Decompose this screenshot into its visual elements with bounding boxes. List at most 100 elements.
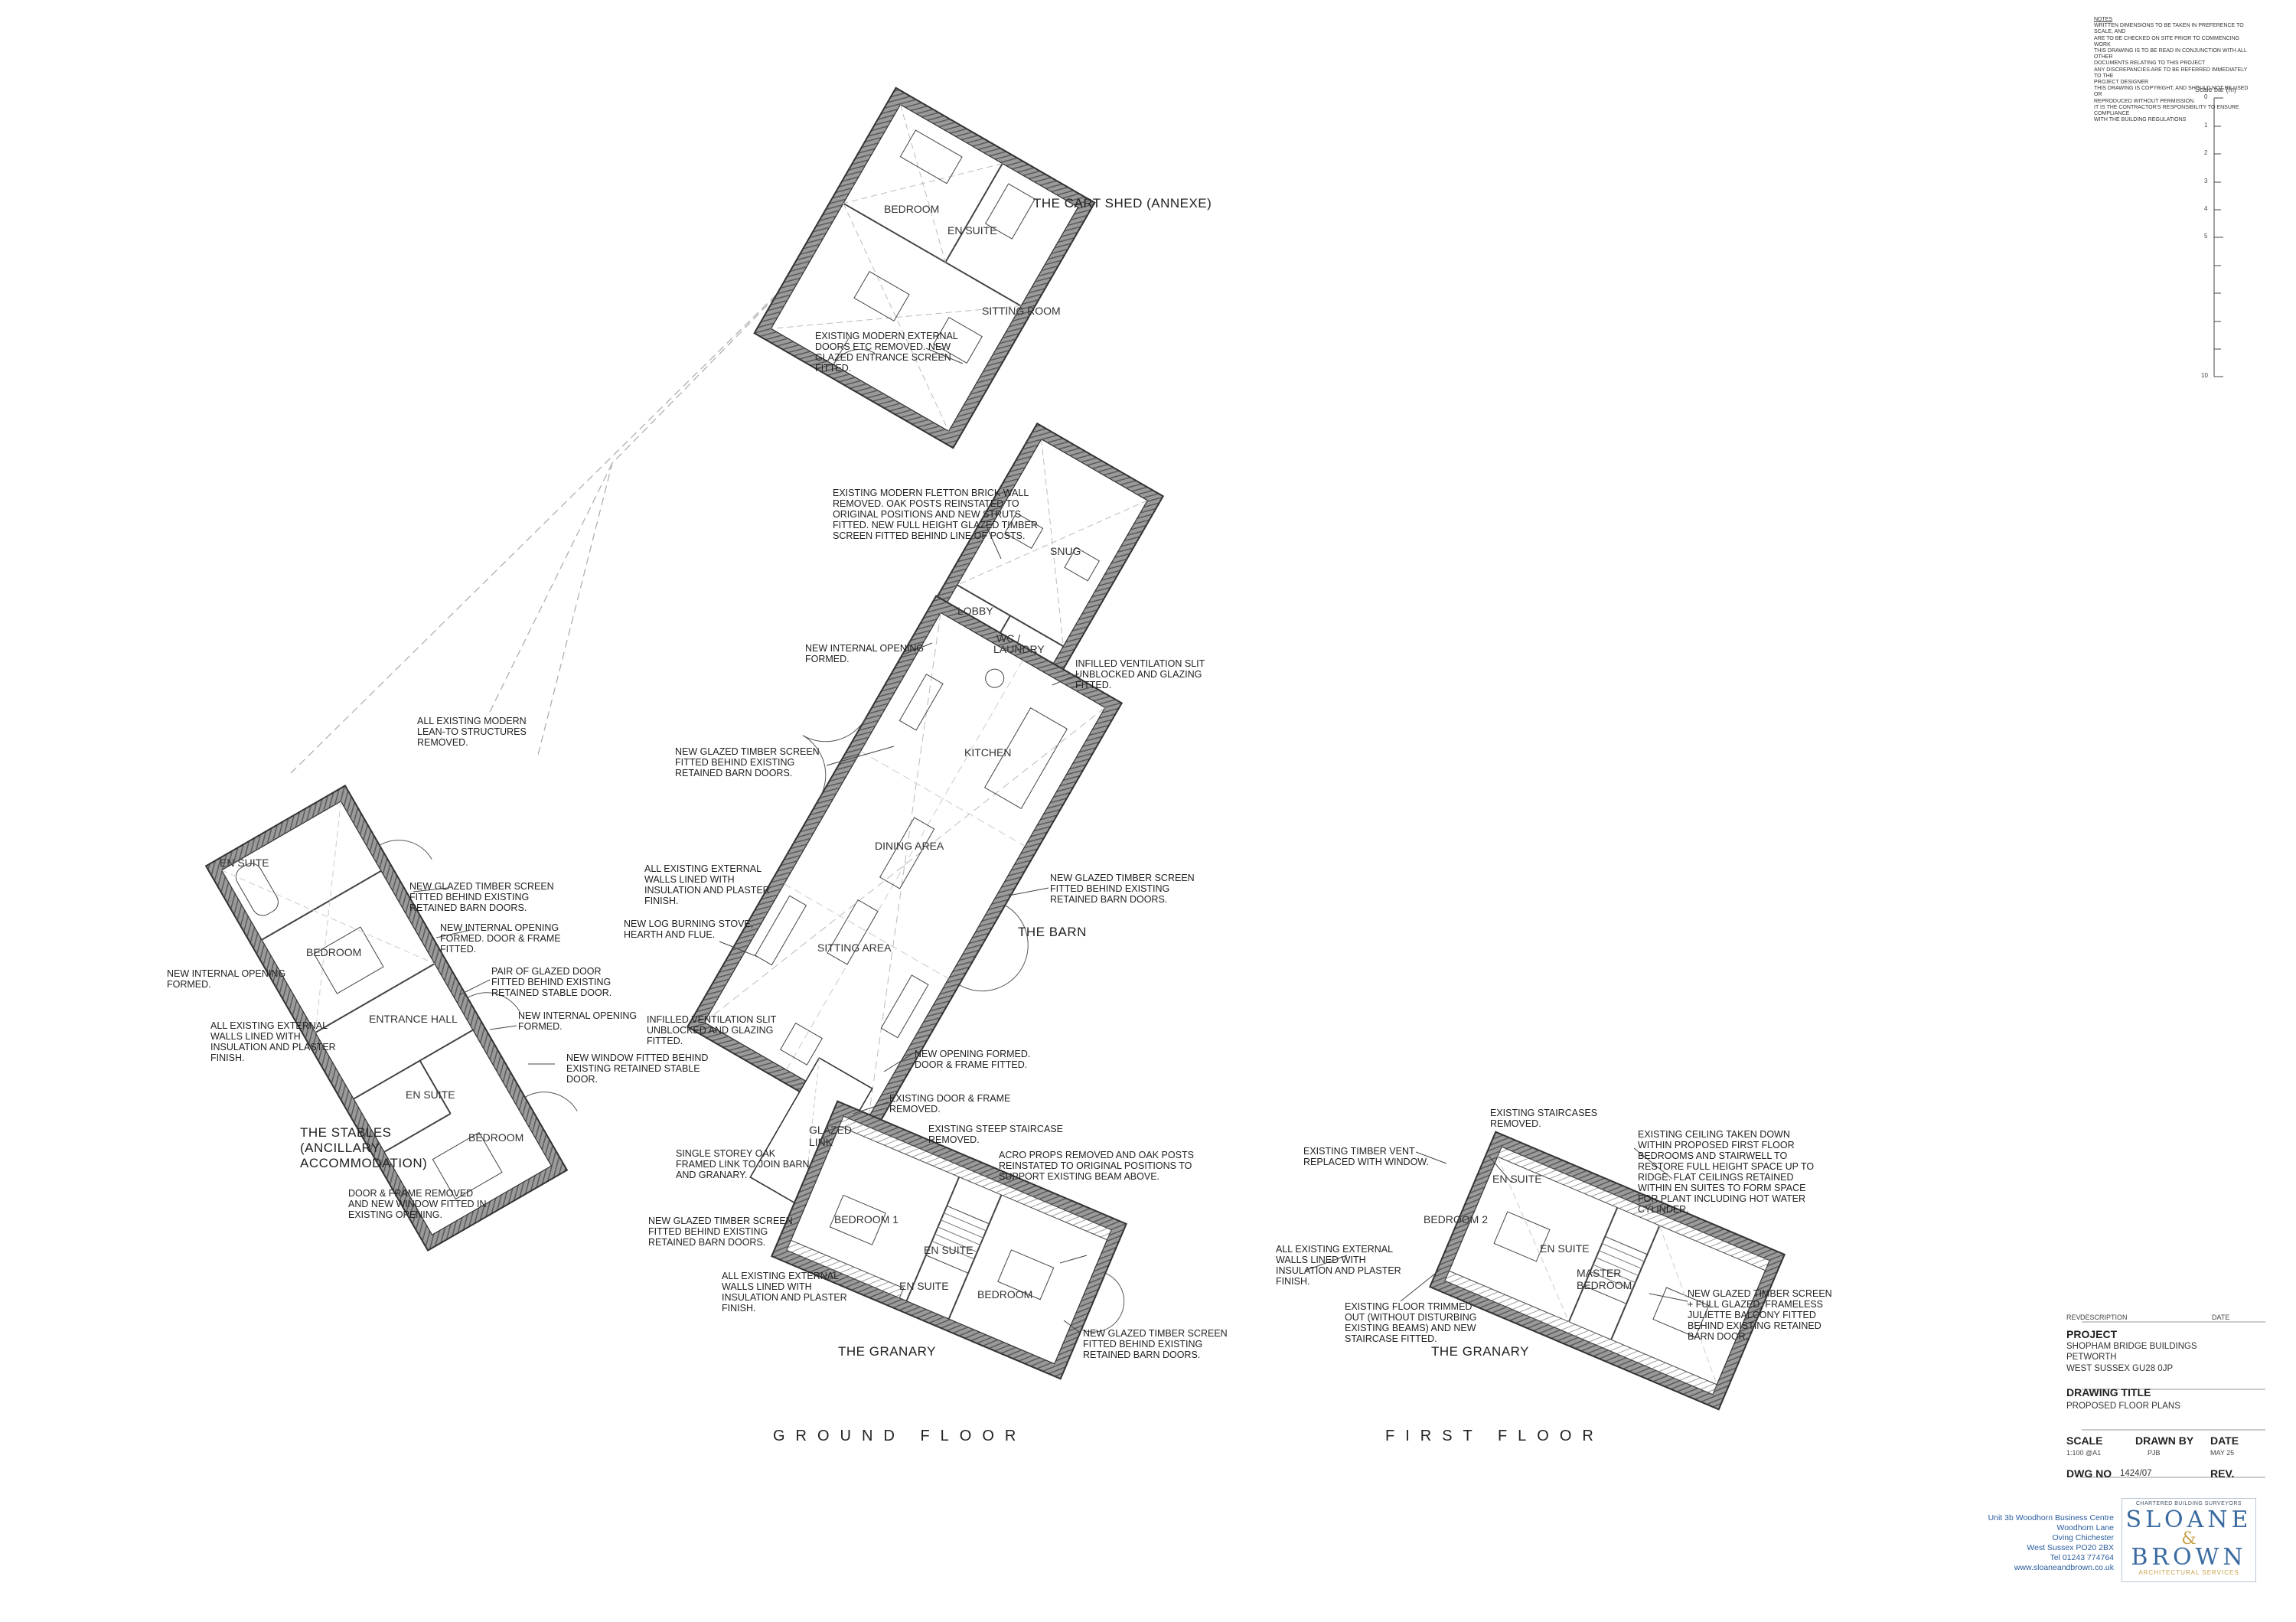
notes-line: THIS DRAWING IS TO BE READ IN CONJUNCTIO… bbox=[2094, 48, 2247, 60]
room-label: LOBBY bbox=[957, 605, 993, 617]
room-label: EN SUITE bbox=[1540, 1242, 1590, 1255]
room-label: EN SUITE bbox=[220, 857, 269, 869]
address-line: Woodhorn Lane bbox=[2056, 1523, 2114, 1532]
barn-main-plan bbox=[686, 595, 1124, 1135]
building-title-stables: THE STABLES (ANCILLARY ACCOMMODATION) bbox=[300, 1125, 428, 1170]
annotation: NEW OPENING FORMED. DOOR & FRAME FITTED. bbox=[915, 1049, 1031, 1070]
annotation: ALL EXISTING MODERN LEAN-TO STRUCTURES R… bbox=[417, 716, 527, 748]
notes-line: IT IS THE CONTRACTOR'S RESPONSIBILITY TO… bbox=[2094, 104, 2239, 117]
date-column-label: DATE bbox=[2212, 1314, 2230, 1321]
room-label: BEDROOM bbox=[468, 1131, 524, 1144]
annotation: NEW INTERNAL OPENING FORMED. bbox=[518, 1010, 638, 1032]
date-value: MAY 25 bbox=[2210, 1449, 2235, 1457]
scale-bar bbox=[2213, 97, 2223, 377]
annotation: INFILLED VENTILATION SLIT UNBLOCKED AND … bbox=[1075, 658, 1205, 690]
annotation: EXISTING FLOOR TRIMMED OUT (WITHOUT DIST… bbox=[1345, 1301, 1477, 1344]
address-line: Tel 01243 774764 bbox=[2050, 1553, 2115, 1562]
drawing-title-label: DRAWING TITLE bbox=[2066, 1386, 2151, 1398]
company-address: Unit 3b Woodhorn Business Centre Woodhor… bbox=[1944, 1513, 2114, 1573]
scale-label: SCALE bbox=[2066, 1434, 2103, 1447]
annotation: EXISTING DOOR & FRAME REMOVED. bbox=[889, 1093, 1011, 1115]
room-label: WC / bbox=[996, 632, 1021, 645]
scale-tick-label: 4 bbox=[2204, 205, 2208, 212]
room-label: EN SUITE bbox=[899, 1280, 949, 1292]
logo-word-sloane: SLOANE bbox=[2125, 1506, 2252, 1533]
project-line: PETWORTH bbox=[2066, 1353, 2117, 1362]
annotation: EXISTING STAIRCASES REMOVED. bbox=[1490, 1108, 1598, 1129]
annotation: NEW GLAZED TIMBER SCREEN FITTED BEHIND E… bbox=[648, 1216, 793, 1248]
annotation: NEW GLAZED TIMBER SCREEN FITTED BEHIND E… bbox=[675, 746, 820, 778]
annotation: NEW GLAZED TIMBER SCREEN FITTED BEHIND E… bbox=[1083, 1328, 1228, 1360]
notes-line: ANY DISCREPANCIES ARE TO BE REFERRED IMM… bbox=[2094, 67, 2248, 79]
annotation: ALL EXISTING EXTERNAL WALLS LINED WITH I… bbox=[644, 863, 770, 906]
room-label: SITTING AREA bbox=[817, 942, 892, 954]
annotation: INFILLED VENTILATION SLIT UNBLOCKED AND … bbox=[647, 1014, 777, 1046]
date-label: DATE bbox=[2210, 1434, 2239, 1447]
floor-title-first: FIRST FLOOR bbox=[1385, 1428, 1604, 1444]
rev-column-label: REV bbox=[2066, 1314, 2081, 1321]
scale-tick-label: 10 bbox=[2201, 372, 2208, 379]
annotation: NEW GLAZED TIMBER SCREEN FITTED BEHIND E… bbox=[409, 881, 554, 913]
annotation: NEW WINDOW FITTED BEHIND EXISTING RETAIN… bbox=[566, 1053, 709, 1085]
room-label: SITTING ROOM bbox=[982, 305, 1061, 317]
room-label: EN SUITE bbox=[924, 1244, 974, 1256]
notes-line: ARE TO BE CHECKED ON SITE PRIOR TO COMME… bbox=[2094, 35, 2240, 47]
logo-ampersand: & bbox=[2181, 1529, 2197, 1549]
room-label: SNUG bbox=[1050, 545, 1081, 557]
granary-ground-plan bbox=[771, 1100, 1127, 1380]
notes-line: THIS DRAWING IS COPYRIGHT, AND SHOULD NO… bbox=[2094, 86, 2249, 98]
room-label: BEDROOM bbox=[977, 1288, 1033, 1301]
description-column-label: DESCRIPTION bbox=[2080, 1314, 2128, 1321]
annotation: NEW GLAZED TIMBER SCREEN FITTED BEHIND E… bbox=[1050, 873, 1195, 905]
annotation: NEW INTERNAL OPENING FORMED. bbox=[805, 643, 925, 664]
general-notes: NOTES WRITTEN DIMENSIONS TO BE TAKEN IN … bbox=[2094, 17, 2255, 123]
room-label: LAUNDRY bbox=[993, 643, 1045, 655]
annotation: PAIR OF GLAZED DOOR FITTED BEHIND EXISTI… bbox=[491, 966, 612, 998]
rev-label: REV. bbox=[2210, 1467, 2235, 1480]
scale-bar-title: Scale bar (m) bbox=[2195, 86, 2237, 93]
notes-line: DOCUMENTS RELATING TO THIS PROJECT bbox=[2094, 60, 2206, 67]
annotation: EXISTING MODERN FLETTON BRICK WALL REMOV… bbox=[833, 488, 1038, 541]
annotation: EXISTING CEILING TAKEN DOWN WITHIN PROPO… bbox=[1638, 1129, 1815, 1215]
drawn-by-label: DRAWN BY bbox=[2135, 1434, 2194, 1447]
scale-value: 1:100 @A1 bbox=[2066, 1449, 2102, 1457]
building-title-granary-ground: THE GRANARY bbox=[838, 1344, 936, 1359]
scale-tick-label: 1 bbox=[2204, 122, 2208, 129]
logo-word-brown: BROWN bbox=[2131, 1544, 2247, 1571]
building-title-granary-first: THE GRANARY bbox=[1431, 1344, 1529, 1359]
annotation: NEW INTERNAL OPENING FORMED. bbox=[167, 968, 286, 990]
annotation: ALL EXISTING EXTERNAL WALLS LINED WITH I… bbox=[1276, 1244, 1401, 1287]
granary-first-plan bbox=[1429, 1131, 1786, 1411]
room-label: MASTER BEDROOM bbox=[1577, 1267, 1632, 1291]
title-block-lines bbox=[2082, 1321, 2265, 1478]
project-line: WEST SUSSEX GU28 0JP bbox=[2066, 1364, 2174, 1373]
address-line: West Sussex PO20 2BX bbox=[2027, 1543, 2114, 1552]
room-label: BEDROOM 2 bbox=[1424, 1213, 1489, 1225]
notes-line: WRITTEN DIMENSIONS TO BE TAKEN IN PREFER… bbox=[2094, 23, 2244, 35]
company-logo: CHARTERED BUILDING SURVEYORS SLOANE & BR… bbox=[2122, 1498, 2256, 1582]
address-line: Unit 3b Woodhorn Business Centre bbox=[1988, 1513, 2114, 1522]
room-label: EN SUITE bbox=[406, 1088, 455, 1101]
annotation: ALL EXISTING EXTERNAL WALLS LINED WITH I… bbox=[722, 1271, 847, 1314]
room-label: EN SUITE bbox=[947, 224, 997, 237]
stables-plan bbox=[204, 784, 578, 1252]
annotation: EXISTING STEEP STAIRCASE REMOVED. bbox=[928, 1124, 1063, 1145]
annotation: DOOR & FRAME REMOVED AND NEW WINDOW FITT… bbox=[348, 1188, 487, 1220]
cart-shed-plan bbox=[753, 86, 1096, 449]
room-label: BEDROOM bbox=[884, 203, 940, 215]
leader-lines bbox=[413, 348, 1688, 1333]
building-title-cart-shed: THE CART SHED (ANNEXE) bbox=[1033, 196, 1212, 211]
room-label: BEDROOM bbox=[306, 946, 362, 958]
room-label: BEDROOM 1 bbox=[834, 1213, 899, 1225]
annotation: NEW GLAZED TIMBER SCREEN + FULL GLAZED, … bbox=[1688, 1288, 1832, 1342]
annotation: NEW LOG BURNING STOVE, HEARTH AND FLUE. bbox=[624, 919, 754, 940]
room-label: EN SUITE bbox=[1492, 1173, 1542, 1185]
drawing-title: PROPOSED FLOOR PLANS bbox=[2066, 1402, 2180, 1411]
address-line[interactable]: www.sloaneandbrown.co.uk bbox=[2014, 1563, 2114, 1572]
drawn-by-value: PJB bbox=[2148, 1449, 2161, 1457]
logo-tagline: CHARTERED BUILDING SURVEYORS bbox=[2135, 1501, 2242, 1506]
annotation: NEW INTERNAL OPENING FORMED. DOOR & FRAM… bbox=[440, 922, 561, 955]
project-label: PROJECT bbox=[2066, 1328, 2118, 1340]
scale-tick-label: 5 bbox=[2204, 233, 2208, 240]
